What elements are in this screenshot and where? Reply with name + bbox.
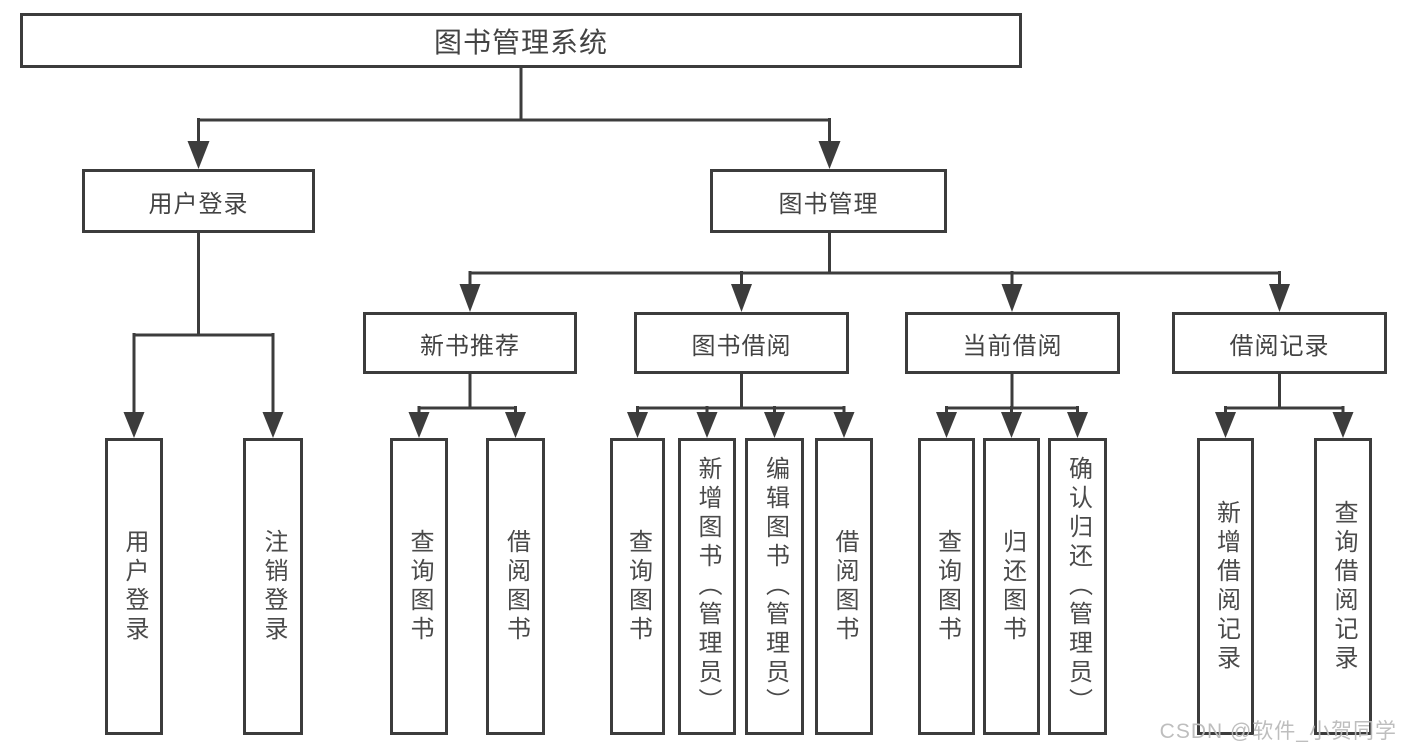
leaf-confirm-return-admin-label: 确认归还（管理员）	[1064, 456, 1092, 717]
leaf-add-book-admin: 新增图书（管理员）	[678, 438, 736, 735]
node-user-login-label: 用户登录	[148, 190, 249, 218]
edge-root-to-level2	[187, 68, 841, 169]
leaf-add-borrow-record-label: 新增借阅记录	[1212, 499, 1240, 674]
leaf-query-books-recommend: 查询图书	[390, 438, 448, 735]
leaf-edit-book-admin: 编辑图书（管理员）	[745, 438, 804, 735]
node-library-system-label: 图书管理系统	[433, 26, 608, 58]
leaf-query-books-current: 查询图书	[918, 438, 975, 735]
node-borrow-records: 借阅记录	[1172, 312, 1387, 374]
leaf-return-books: 归还图书	[983, 438, 1040, 735]
node-library-system: 图书管理系统	[20, 13, 1022, 68]
leaf-edit-book-admin-label: 编辑图书（管理员）	[761, 456, 789, 717]
leaf-add-borrow-record: 新增借阅记录	[1197, 438, 1254, 735]
leaf-query-books-current-label: 查询图书	[933, 528, 961, 645]
node-user-login: 用户登录	[82, 169, 315, 233]
leaf-user-login: 用户登录	[105, 438, 163, 735]
leaf-user-login-label: 用户登录	[121, 528, 148, 645]
leaf-borrow-books-borrow: 借阅图书	[815, 438, 873, 735]
leaf-logout-label: 注销登录	[260, 528, 287, 645]
leaf-query-books-recommend-label: 查询图书	[406, 528, 433, 645]
node-new-book-recommend-label: 新书推荐	[420, 332, 520, 360]
leaf-query-borrow-record-label: 查询借阅记录	[1330, 499, 1357, 674]
leaf-borrow-books-borrow-label: 借阅图书	[831, 528, 858, 645]
csdn-watermark: CSDN @软件_小贺同学	[1159, 720, 1397, 743]
leaf-query-books-borrow-label: 查询图书	[624, 528, 652, 645]
node-book-management: 图书管理	[710, 169, 947, 233]
edge-book-borrow-to-leaves	[627, 374, 855, 438]
node-current-borrow-label: 当前借阅	[962, 332, 1063, 360]
edge-new-book-to-leaves	[408, 374, 526, 438]
node-book-management-label: 图书管理	[778, 190, 879, 218]
leaf-add-book-admin-label: 新增图书（管理员）	[694, 456, 721, 717]
leaf-confirm-return-admin: 确认归还（管理员）	[1048, 438, 1107, 735]
leaf-return-books-label: 归还图书	[998, 528, 1026, 645]
node-borrow-records-label: 借阅记录	[1229, 332, 1330, 360]
node-new-book-recommend: 新书推荐	[363, 312, 577, 374]
edge-borrow-records-to-leaves	[1215, 374, 1354, 438]
edge-book-management-to-level3	[459, 233, 1290, 312]
edge-current-borrow-to-leaves	[936, 374, 1088, 438]
node-book-borrow-label: 图书借阅	[691, 332, 792, 360]
leaf-query-borrow-record: 查询借阅记录	[1314, 438, 1372, 735]
leaf-borrow-books-recommend: 借阅图书	[486, 438, 545, 735]
node-book-borrow: 图书借阅	[634, 312, 849, 374]
leaf-logout: 注销登录	[243, 438, 303, 735]
leaf-query-books-borrow: 查询图书	[610, 438, 665, 735]
node-current-borrow: 当前借阅	[905, 312, 1120, 374]
edge-user-login-to-leaves	[123, 233, 284, 438]
leaf-borrow-books-recommend-label: 借阅图书	[502, 528, 530, 645]
